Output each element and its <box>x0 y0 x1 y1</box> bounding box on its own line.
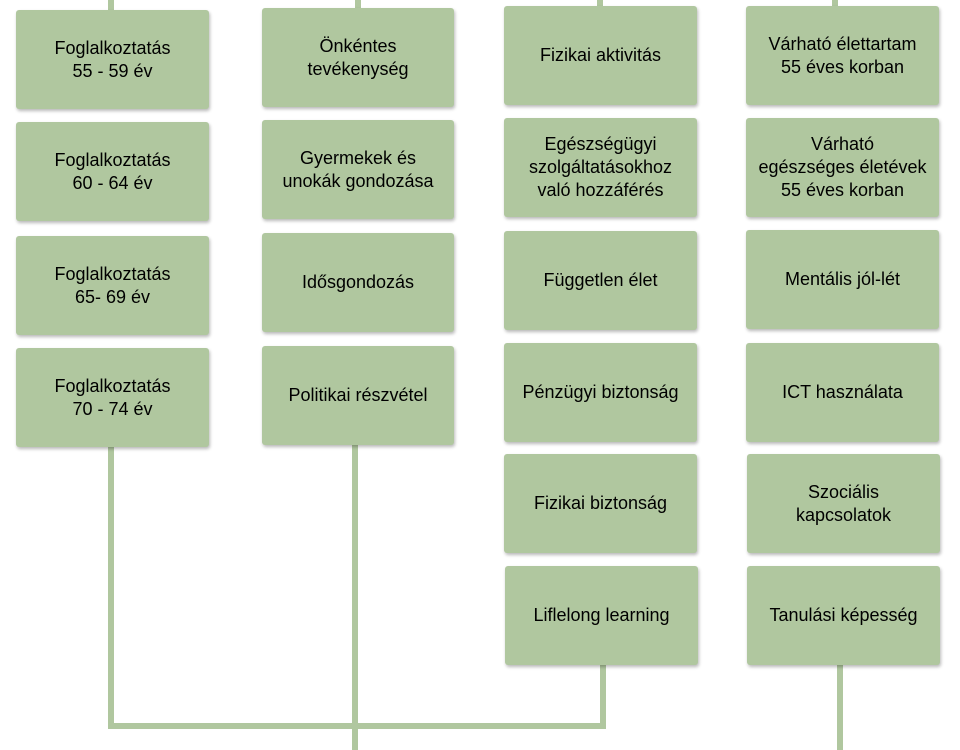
box-financial-security: Pénzügyi biztonság <box>504 343 697 442</box>
connector-col4-top <box>832 0 838 6</box>
connector-col3-down <box>600 665 606 729</box>
connector-col3-top <box>597 0 603 6</box>
box-ict-use: ICT használata <box>746 343 939 442</box>
box-eldercare: Idősgondozás <box>262 233 454 332</box>
box-healthy-life-years: Várható egészséges életévek 55 éves korb… <box>746 118 939 217</box>
box-childcare: Gyermekek és unokák gondozása <box>262 120 454 219</box>
box-physical-activity: Fizikai aktivitás <box>504 6 697 105</box>
box-employment-70-74: Foglalkoztatás 70 - 74 év <box>16 348 209 447</box>
connector-col4-down <box>837 665 843 750</box>
box-mental-wellbeing: Mentális jól-lét <box>746 230 939 329</box>
box-employment-55-59: Foglalkoztatás 55 - 59 év <box>16 10 209 109</box>
box-employment-65-69: Foglalkoztatás 65- 69 év <box>16 236 209 335</box>
box-political-participation: Politikai részvétel <box>262 346 454 445</box>
box-lifelong-learning: Liflelong learning <box>505 566 698 665</box>
box-independent-living: Független élet <box>504 231 697 330</box>
box-health-access: Egészségügyi szolgáltatásokhoz való hozz… <box>504 118 697 217</box>
box-volunteering: Önkéntes tevékenység <box>262 8 454 107</box>
connector-col1-down <box>108 447 114 729</box>
box-social-connections: Szociális kapcsolatok <box>747 454 940 553</box>
connector-horizontal <box>108 723 606 729</box>
connector-col2-down <box>352 445 358 750</box>
box-physical-security: Fizikai biztonság <box>504 454 697 553</box>
box-life-expectancy: Várható élettartam 55 éves korban <box>746 6 939 105</box>
box-employment-60-64: Foglalkoztatás 60 - 64 év <box>16 122 209 221</box>
connector-col1-top <box>108 0 114 10</box>
box-learning-capacity: Tanulási képesség <box>747 566 940 665</box>
connector-col2-top <box>355 0 361 8</box>
